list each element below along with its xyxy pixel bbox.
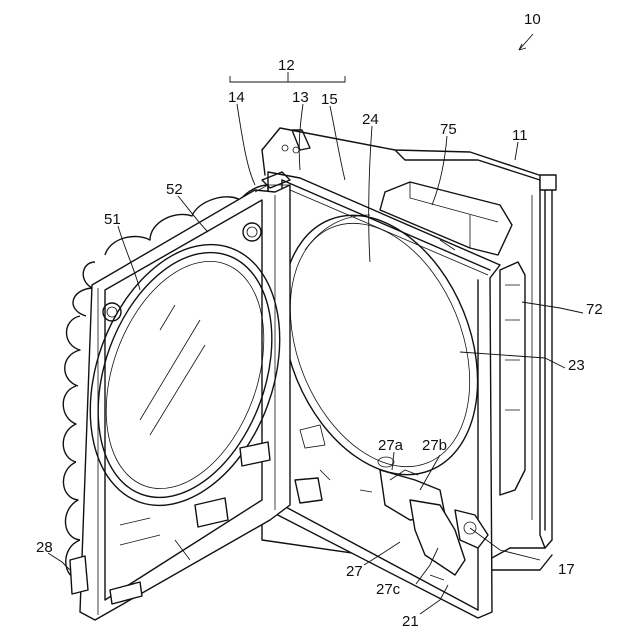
label-27c: 27c [376, 581, 401, 598]
label-23: 23 [568, 357, 585, 374]
label-12: 12 [278, 57, 295, 74]
label-15: 15 [321, 91, 338, 108]
label-27b: 27b [422, 437, 447, 454]
label-13: 13 [292, 89, 309, 106]
label-75: 75 [440, 121, 457, 138]
label-51: 51 [104, 211, 121, 228]
door-hinge-bottom [70, 556, 88, 594]
label-28: 28 [36, 539, 53, 556]
label-24: 24 [362, 111, 379, 128]
label-72: 72 [586, 301, 603, 318]
label-17: 17 [558, 561, 575, 578]
label-10: 10 [524, 11, 541, 28]
label-27a: 27a [378, 437, 404, 454]
label-52: 52 [166, 181, 183, 198]
label-21: 21 [402, 613, 419, 630]
side-component [500, 262, 525, 495]
label-14: 14 [228, 89, 245, 106]
outer-door [56, 185, 314, 620]
label-27: 27 [346, 563, 363, 580]
label-11: 11 [512, 127, 528, 144]
